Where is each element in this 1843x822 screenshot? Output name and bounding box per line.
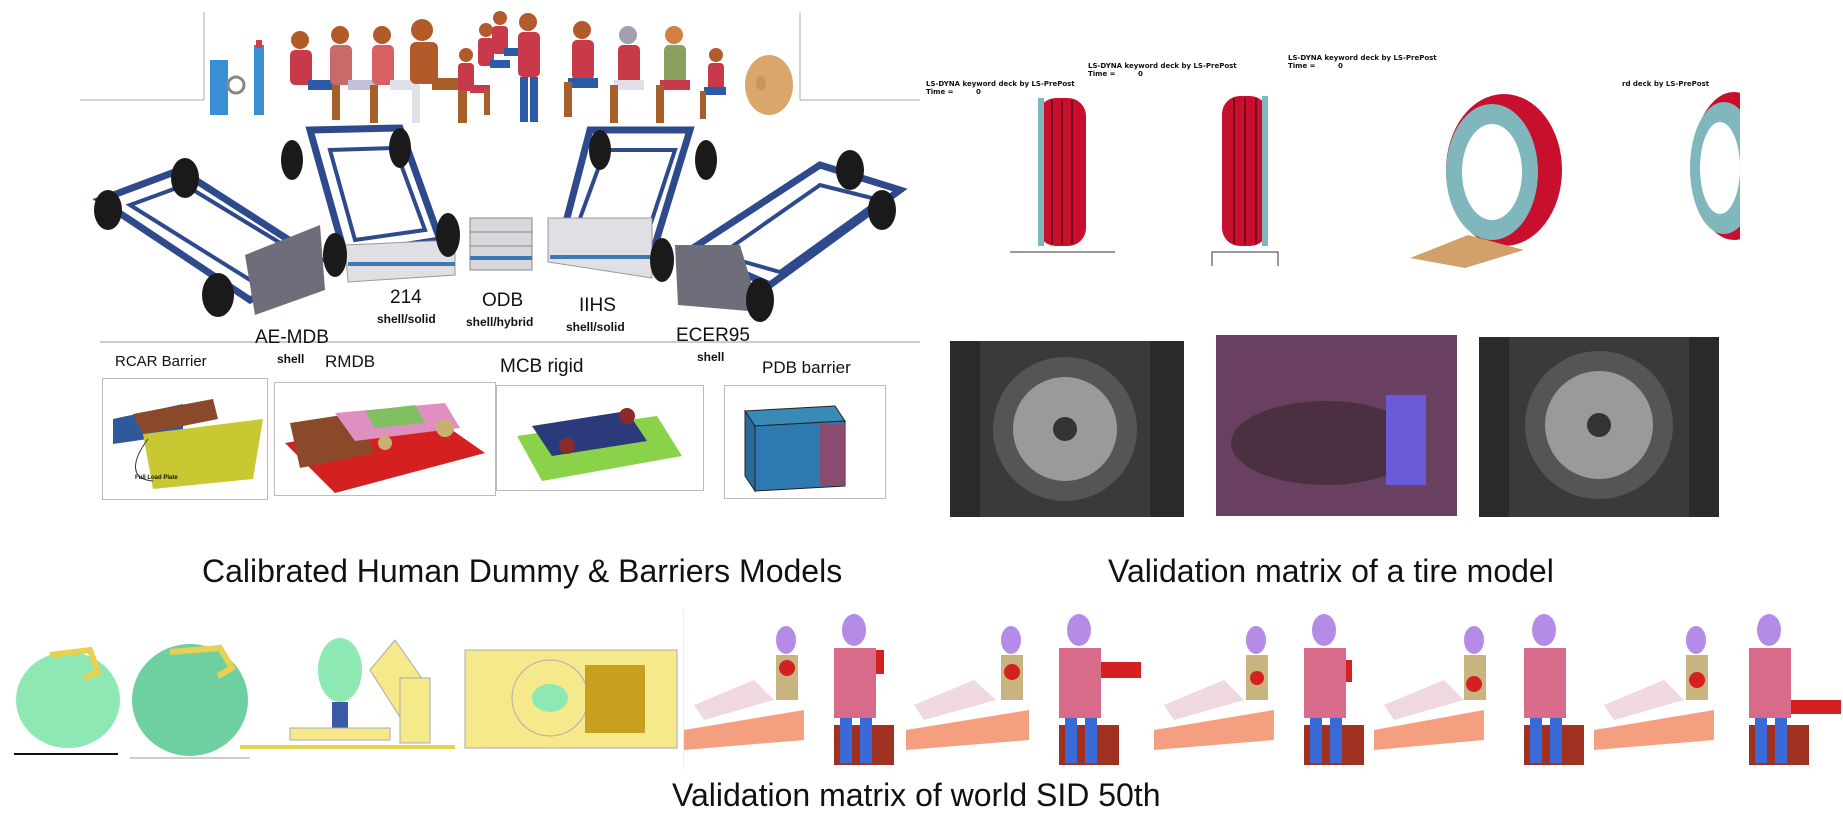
tire-validation-caption: Validation matrix of a tire model xyxy=(1108,553,1554,589)
lsdyna-title-4: rd deck by LS-PrePost xyxy=(1622,80,1710,88)
barrier-ae-mdb-name: AE-MDB xyxy=(255,327,329,348)
iihs-sled-icon xyxy=(547,126,717,282)
full-load-plate-label: Full Load Plate xyxy=(135,475,178,481)
sled-test-pair-3 xyxy=(1154,614,1364,765)
barrier-iihs-mesh: shell/solid xyxy=(566,320,625,334)
lsdyna-time-label-1: Time = xyxy=(926,88,954,96)
test-device-icon xyxy=(210,40,264,115)
ecer95-sled-icon xyxy=(675,150,908,322)
pdb-barrier-frame xyxy=(724,385,886,499)
mcb-rigid-label: MCB rigid xyxy=(500,356,584,377)
head-drop-test-2-icon xyxy=(130,644,250,759)
mcb-rigid-icon xyxy=(517,408,682,481)
lsdyna-title-1: LS-DYNA keyword deck by LS-PrePost xyxy=(926,80,1075,88)
barrier-ae-mdb-mesh: shell xyxy=(277,352,305,366)
sled-test-pair-5 xyxy=(1594,614,1841,765)
214-sled-icon xyxy=(281,124,460,283)
tire-photo-1-icon xyxy=(980,341,1150,517)
lsdyna-header-1: LS-DYNA keyword deck by LS-PrePost Time … xyxy=(926,80,1075,96)
lsdyna-header-2: LS-DYNA keyword deck by LS-PrePost Time … xyxy=(1088,62,1237,78)
neck-test-fixture-icon xyxy=(240,638,455,749)
pdb-barrier-label: PDB barrier xyxy=(762,358,851,377)
tire-test-photo-2 xyxy=(1216,335,1457,516)
worldsid-component-tests xyxy=(14,638,678,759)
lsdyna-title-3: LS-DYNA keyword deck by LS-PrePost xyxy=(1288,54,1437,62)
head-drop-test-1-icon xyxy=(14,646,120,755)
tire-side-view-1-icon xyxy=(1010,98,1115,253)
neck-top-view-fixture-icon xyxy=(464,649,678,749)
rcar-barrier-frame: Full Load Plate xyxy=(102,378,268,500)
sled-test-pair-2 xyxy=(906,614,1141,765)
worldsid-caption: Validation matrix of world SID 50th xyxy=(672,777,1161,813)
tire-side-view-2-icon xyxy=(1211,96,1279,266)
dummy-row-icon xyxy=(290,11,793,123)
tire-photo-2-icon xyxy=(1216,335,1457,516)
barrier-iihs-name: IIHS xyxy=(579,295,616,316)
lsdyna-time-label-3: Time = xyxy=(1288,62,1316,70)
lsdyna-title-2: LS-DYNA keyword deck by LS-PrePost xyxy=(1088,62,1237,70)
dummy-barrier-caption: Calibrated Human Dummy & Barriers Models xyxy=(202,553,843,589)
barrier-214-mesh: shell/solid xyxy=(377,312,436,326)
barrier-ecer95-name: ECER95 xyxy=(676,325,750,346)
sled-test-pair-4 xyxy=(1374,614,1584,765)
barrier-odb-mesh: shell/hybrid xyxy=(466,315,534,329)
barrier-ecer95-mesh: shell xyxy=(697,350,725,364)
pdb-barrier-icon xyxy=(744,405,846,493)
tire-angled-view-2-icon xyxy=(1690,92,1740,240)
lsdyna-time-label-2: Time = xyxy=(1088,70,1116,78)
rmdb-frame xyxy=(274,382,496,496)
dummy-barrier-illustration xyxy=(80,11,920,343)
lsdyna-time-value-2: 0 xyxy=(1137,70,1143,78)
rmdb-sled-icon xyxy=(285,403,485,493)
worldsid-sled-tests-icon xyxy=(684,614,1841,765)
rcar-barrier-label: RCAR Barrier xyxy=(115,353,207,370)
worldsid-sled-test-strip xyxy=(683,610,1843,770)
lsdyna-time-value-3: 0 xyxy=(1337,62,1343,70)
odb-block-icon xyxy=(469,217,533,271)
lsdyna-time-value-1: 0 xyxy=(975,88,981,96)
mcb-rigid-frame xyxy=(496,385,704,491)
tire-models-illustration xyxy=(1010,92,1740,268)
rmdb-label: RMDB xyxy=(325,352,376,371)
barrier-214-name: 214 xyxy=(390,287,422,308)
rcar-barrier-icon xyxy=(113,399,263,489)
tire-angled-view-1-icon xyxy=(1410,94,1562,268)
ae-mdb-sled-icon xyxy=(92,158,327,317)
tire-test-photo-1 xyxy=(950,341,1184,517)
sled-test-pair-1 xyxy=(684,614,894,765)
barrier-odb-name: ODB xyxy=(482,290,524,311)
tire-photo-3-icon xyxy=(1509,337,1689,517)
lsdyna-header-3: LS-DYNA keyword deck by LS-PrePost Time … xyxy=(1288,54,1437,70)
lsdyna-header-4: rd deck by LS-PrePost xyxy=(1622,80,1709,88)
tire-test-photo-3 xyxy=(1479,337,1719,517)
